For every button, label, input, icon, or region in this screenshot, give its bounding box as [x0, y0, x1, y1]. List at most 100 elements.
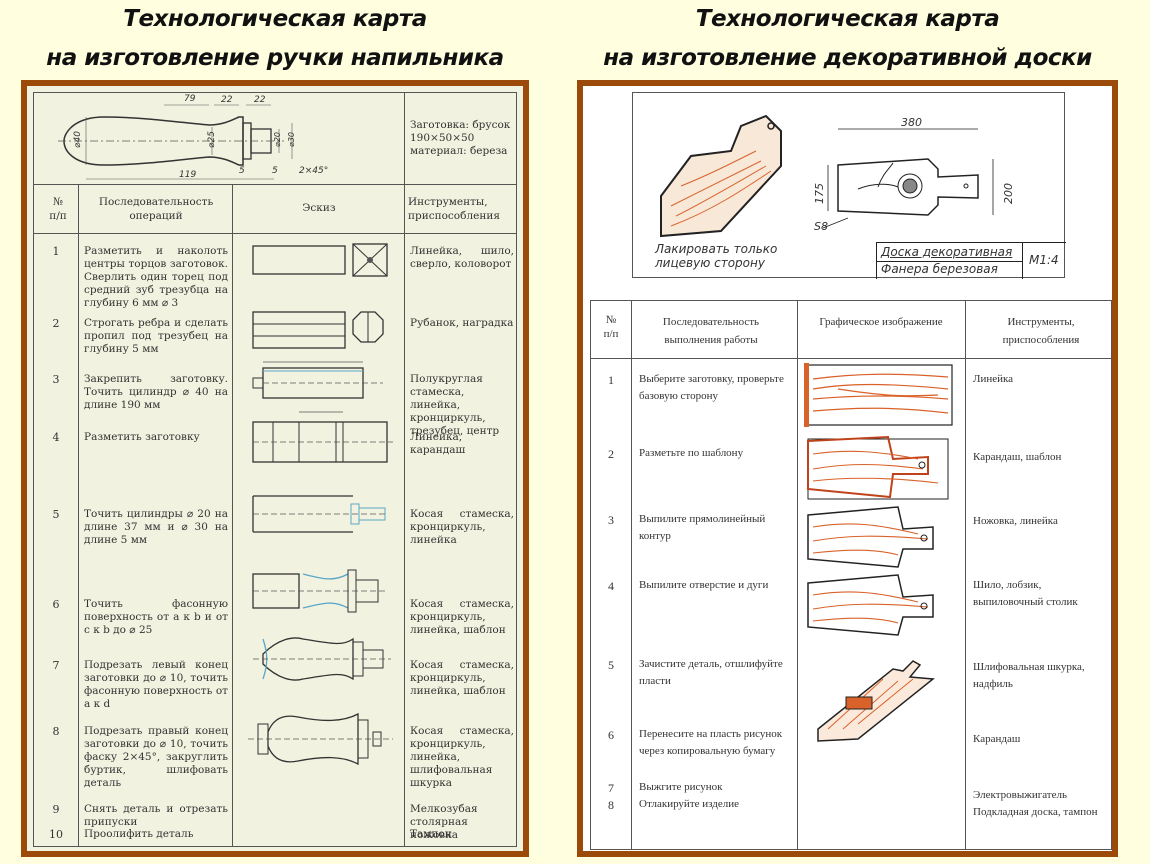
header-graphic: Графическое изображение: [819, 316, 943, 328]
board-isometric-drawing: [660, 114, 782, 238]
sketch-5: [252, 495, 388, 533]
graphic-3: [807, 506, 934, 568]
row-number: 3: [52, 373, 60, 386]
row-number: 5: [52, 508, 60, 521]
row-tools: Подкладная доска, тампон: [973, 806, 1098, 818]
right-tech-card: Лакировать только лицевую сторону 380 1 7…: [577, 80, 1118, 857]
row-tools: Шлифовальная шкурка, надфиль: [973, 661, 1085, 690]
row-number: 8: [52, 725, 60, 738]
row-number: 8: [608, 798, 614, 812]
sketch-8: [248, 712, 393, 766]
file-handle-drawing: [58, 104, 293, 180]
row-number: 4: [608, 579, 614, 593]
title-block-name: Доска декоративная: [881, 245, 1013, 259]
sketch-column: [248, 243, 393, 766]
row-operation: Разметить и наколоть центры торцов загот…: [84, 245, 228, 309]
dim-5a: 5: [239, 166, 245, 176]
row-operation: Подрезать левый конец заготовки до ⌀ 10,…: [84, 659, 228, 710]
graphic-1: [804, 363, 953, 427]
title-block-scale: М1:4: [1029, 253, 1059, 267]
row-operation: Точить цилиндры ⌀ 20 на длине 37 мм и ⌀ …: [84, 508, 228, 546]
sketch-4: [252, 411, 393, 463]
row-operation: Снять деталь и отрезать припуски: [84, 803, 228, 828]
row-number: 6: [52, 598, 60, 611]
row-tools: Мелкозубая столярная ножовка: [410, 803, 478, 841]
varnish-note-line1: Лакировать только: [655, 242, 778, 256]
blank-info-1: Заготовка: брусок: [410, 119, 511, 131]
row-operation: Разметить заготовку: [84, 431, 200, 443]
dim-380: 380: [901, 116, 922, 129]
title-block: Доска декоративная Фанера березовая М1:4: [876, 242, 1066, 279]
row-number: 3: [608, 513, 614, 527]
sketch-2: [252, 311, 384, 349]
left-title-line2: на изготовление ручки напильника: [46, 45, 504, 71]
row-number: 6: [608, 728, 614, 742]
header-tools: Инструменты, приспособления: [408, 196, 500, 222]
row-tools: Косая стамеска, кронциркуль, линейка, ша…: [410, 598, 514, 636]
row-operation: Отлакируйте изделие: [639, 798, 740, 810]
thickness-s8: S8: [814, 220, 828, 233]
graphic-5: [817, 660, 935, 742]
row-operation: Выжгите рисунок: [639, 781, 723, 793]
header-sketch: Эскиз: [302, 202, 336, 214]
row-tools: Полукруглая стамеска, линейка, кронцирку…: [410, 373, 500, 437]
dim-d40: ⌀40: [72, 131, 83, 148]
row-number: 7: [608, 781, 614, 795]
dim-5b: 5: [272, 166, 278, 176]
dim-d25: ⌀25: [206, 131, 217, 148]
row-tools: Тампон: [410, 828, 452, 840]
right-title-line2: на изготовление декоративной доски: [603, 45, 1092, 71]
row-number: 1: [608, 373, 614, 387]
row-operation: Подрезать правый конец заготовки до ⌀ 10…: [84, 725, 228, 789]
row-operation: Выберите заготовку, проверьте базовую ст…: [639, 373, 784, 402]
row-number: 2: [608, 447, 614, 461]
blank-info-3: материал: береза: [410, 145, 508, 157]
row-operation: Разметьте по шаблону: [639, 447, 744, 459]
row-number: 7: [52, 659, 60, 672]
row-operation: Зачистите деталь, отшлифуйте пласти: [639, 658, 783, 687]
row-number: 2: [52, 317, 60, 330]
row-tools: Линейка: [973, 373, 1014, 385]
row-number: 4: [52, 431, 60, 444]
board-flat-drawing: [822, 128, 994, 229]
graphic-4: [807, 574, 934, 636]
header-num: № п/п: [591, 313, 631, 341]
row-tools: Рубанок, наградка: [410, 317, 514, 329]
row-tools: Линейка, шило, сверло, коловорот: [410, 245, 514, 270]
sketch-6: [252, 569, 388, 613]
header-num-text: № п/п: [49, 196, 67, 222]
dim-79: 79: [184, 94, 196, 104]
row-operation: Выпилите отверстие и дуги: [639, 579, 769, 591]
dim-chamfer: 2×45°: [299, 166, 329, 176]
row-tools: Ножовка, линейка: [973, 515, 1058, 527]
dim-22b: 22: [254, 95, 266, 105]
row-operation: Проолифить деталь: [84, 828, 194, 840]
row-tools: Косая стамеска, кронциркуль, линейка, ша…: [410, 659, 514, 697]
header-sequence: Последовательность выполнения работы: [662, 316, 760, 346]
row-operation: Точить фасонную поверхность от a к b и о…: [84, 598, 228, 636]
row-tools: Электровыжигатель: [973, 789, 1068, 801]
left-card-table: ⌀40 79 22 22 ⌀25 ⌀20 ⌀30 119 5 5 2×45° З…: [33, 92, 517, 847]
row-operation: Строгать ребра и сделать пропил под трез…: [84, 317, 228, 355]
row-number: 1: [52, 245, 60, 258]
row-tools: Карандаш: [973, 733, 1021, 745]
header-sequence: Последовательность операций: [98, 196, 214, 222]
varnish-note-line2: лицевую сторону: [655, 256, 765, 270]
sketch-7: [253, 637, 391, 681]
graphic-2: [807, 435, 949, 500]
board-drawing-box: Лакировать только лицевую сторону 380 17…: [632, 92, 1066, 279]
header-tools: Инструменты, приспособления: [1002, 316, 1080, 346]
board-process-table: № п/п Последовательность выполнения рабо…: [590, 300, 1112, 850]
row-operation: Перенесите на пласть рисунок через копир…: [639, 728, 783, 757]
row-number: 5: [608, 658, 614, 672]
dim-22a: 22: [221, 95, 233, 105]
header-num-text: № п/п: [603, 314, 619, 340]
dim-d30: ⌀30: [287, 132, 296, 147]
graphic-column: [804, 363, 953, 742]
right-title-line1: Технологическая карта: [695, 6, 1000, 32]
blank-info-2: 190×50×50: [410, 132, 475, 144]
row-tools: Линейка, карандаш: [410, 431, 466, 456]
dim-200: 200: [1002, 183, 1015, 204]
left-title-line1: Технологическая карта: [123, 6, 427, 32]
sketch-3: [252, 361, 383, 399]
